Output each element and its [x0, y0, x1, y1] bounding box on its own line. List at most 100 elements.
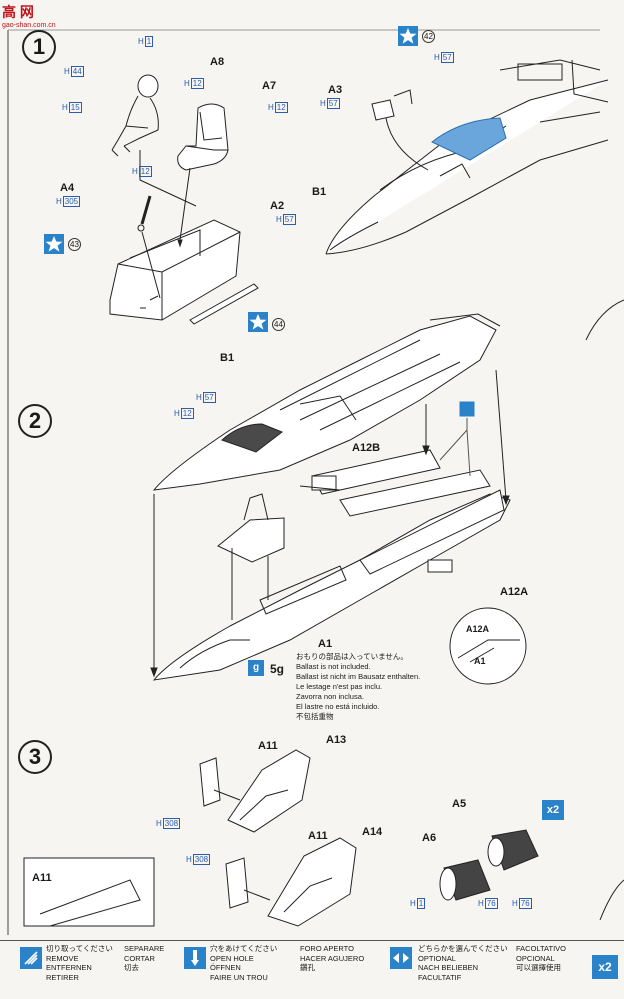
legend-line: ENTFERNEN — [46, 963, 92, 973]
label-a1: A1 — [318, 638, 333, 650]
decal-number: 43 — [68, 238, 81, 251]
legend-remove: 切り取ってください REMOVE ENTFERNEN RETIRER — [46, 944, 113, 982]
legend-remove-2: SEPARARE CORTAR 切去 — [124, 944, 164, 973]
ballast-note: Ballast is not included. — [296, 662, 371, 671]
label-a6: A6 — [422, 832, 437, 844]
decal-star-icon — [44, 234, 64, 254]
ballast-note: おもりの部品は入っていません。 — [296, 652, 408, 661]
label-a11: A11 — [258, 740, 278, 752]
inset-frame — [23, 857, 155, 927]
legend-hole: 穴をあけてください OPEN HOLE ÖFFNEN FAIRE UN TROU — [210, 944, 277, 982]
label-a13: A13 — [326, 734, 347, 746]
weight-icon: g — [248, 660, 264, 676]
drill-hole-icon — [184, 947, 206, 969]
weight-value: 5g — [270, 662, 285, 676]
legend-line: 可以選擇使用 — [516, 963, 561, 973]
label-a12b: A12B — [352, 442, 381, 454]
legend-line: FACOLTATIVO — [516, 944, 567, 953]
multiplier-badge: x2 — [542, 800, 564, 820]
legend-line: OPEN HOLE — [210, 953, 254, 963]
label-a12a: A12A — [500, 586, 529, 598]
step-3-marker: 3 — [18, 740, 52, 774]
intake-a12 — [311, 449, 505, 575]
decal-number: 42 — [422, 30, 435, 43]
seat-a7 — [177, 103, 229, 171]
panel-strip — [189, 283, 259, 325]
ballast-note: Le lestage n'est pas inclu. — [296, 682, 383, 691]
legend-line: NACH BELIEBEN — [418, 963, 479, 973]
pilot-figure-a8 — [111, 74, 159, 157]
legend-line: FORO APERTO — [300, 944, 354, 953]
watermark-brand: 高 网 — [2, 4, 34, 20]
inset-label-a11: A11 — [32, 872, 52, 884]
detail-label-a1: A1 — [474, 656, 486, 666]
legend-line: 切り取ってください — [46, 944, 113, 953]
legend-line: FAIRE UN TROU — [210, 972, 268, 982]
legend-line: 鑽孔 — [300, 963, 315, 973]
cockpit-assembly — [217, 493, 285, 563]
legend-line: CORTAR — [124, 953, 155, 963]
legend-line: OPCIONAL — [516, 953, 555, 963]
label-a11: A11 — [308, 830, 328, 842]
legend-line: 切去 — [124, 963, 139, 973]
blue-highlight — [431, 117, 507, 161]
cockpit-tub-a2 — [109, 219, 241, 321]
part-a3 — [371, 99, 395, 121]
label-b1-fuselage: B1 — [220, 352, 235, 364]
cut-icon — [20, 947, 42, 969]
ballast-note: Zavorra non inclusa. — [296, 692, 364, 701]
ballast-notes: おもりの部品は入っていません。 Ballast is not included.… — [296, 652, 420, 722]
ballast-note: El lastre no está incluido. — [296, 702, 380, 711]
legend-line: どちらかを選んでください — [418, 944, 508, 953]
watermark-site: gao-shan.com.cn — [2, 22, 56, 29]
label-a4: A4 — [60, 182, 75, 194]
legend-multiplier: x2 — [592, 955, 618, 979]
stick-a4 — [140, 195, 152, 225]
label-a14: A14 — [362, 826, 383, 838]
legend-line: SEPARARE — [124, 944, 165, 953]
legend-line: FACULTATIF — [418, 972, 462, 982]
label-a5: A5 — [452, 798, 467, 810]
legend-line: HACER AGUJERO — [300, 953, 365, 963]
nose-section-b1 — [325, 59, 609, 255]
label-a8: A8 — [210, 56, 225, 68]
legend-line: ÖFFNEN — [210, 963, 241, 973]
optional-arrows-icon — [390, 947, 412, 969]
step-1-marker: 1 — [22, 30, 56, 64]
legend-line: OPTIONAL — [418, 953, 456, 963]
decal-star-icon — [248, 312, 268, 332]
legend-line: 穴をあけてください — [210, 944, 278, 953]
instruction-line-art — [7, 29, 624, 935]
legend-optional-2: FACOLTATIVO OPCIONAL 可以選擇使用 — [516, 944, 566, 973]
step-2-marker: 2 — [18, 404, 52, 438]
legend-optional: どちらかを選んでください OPTIONAL NACH BELIEBEN FACU… — [418, 944, 508, 982]
detail-label-a12a: A12A — [466, 624, 490, 634]
symbol-legend: 切り取ってください REMOVE ENTFERNEN RETIRER SEPAR… — [0, 940, 624, 999]
label-a3: A3 — [328, 84, 343, 96]
legend-line: REMOVE — [46, 953, 79, 963]
decal-star-icon — [398, 26, 418, 46]
legend-line: RETIRER — [46, 972, 79, 982]
label-a2: A2 — [270, 200, 285, 212]
part-a11-upper — [199, 757, 221, 807]
decal-number: 44 — [272, 318, 285, 331]
exhaust-a5-a6 — [439, 829, 539, 901]
label-a7: A7 — [262, 80, 277, 92]
